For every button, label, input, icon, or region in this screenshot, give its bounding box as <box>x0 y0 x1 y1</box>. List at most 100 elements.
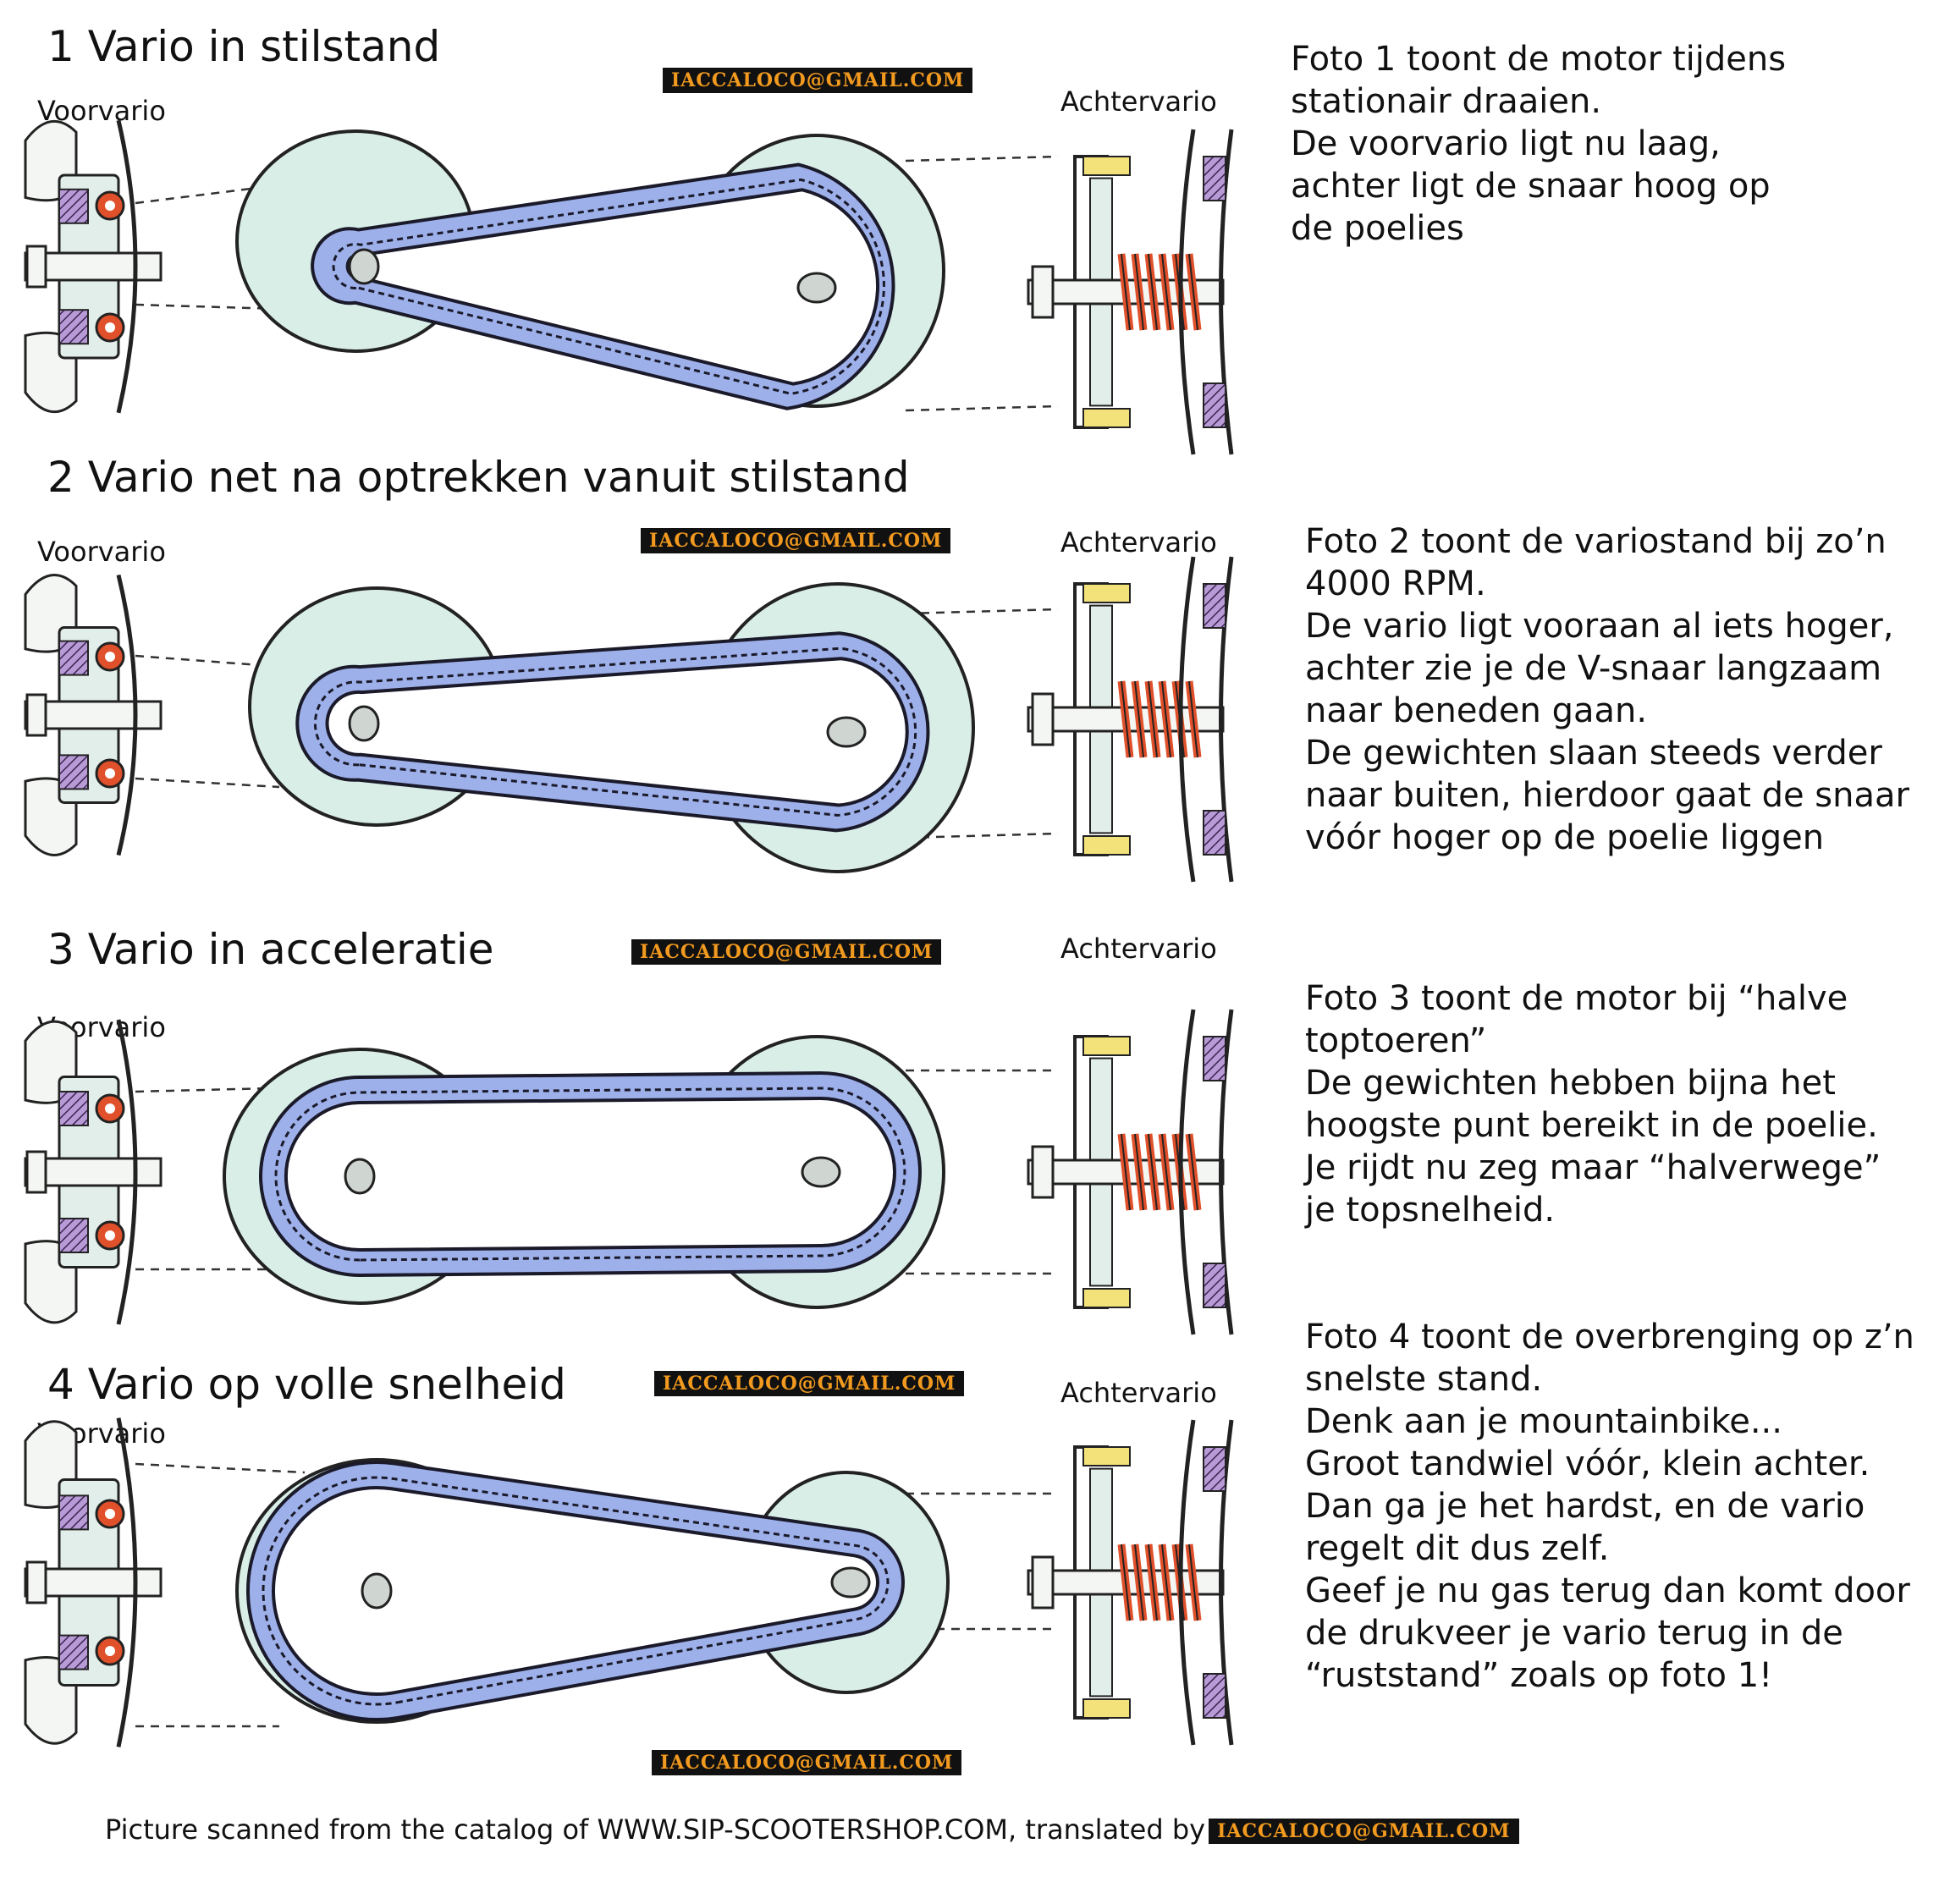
panel-3-rear-label: Achtervario <box>1060 933 1217 965</box>
panel-1-diagram <box>24 119 1234 455</box>
front-hub-1 <box>348 248 380 285</box>
rear-spring-outline-1 <box>1121 253 1198 331</box>
rear-spring-outline-2 <box>1121 680 1198 758</box>
panel-2-front-label: Voorvario <box>37 536 166 568</box>
panel-3-email-badge: IACCALOCO@GMAIL.COM <box>631 939 942 965</box>
panel-2-email-badge: IACCALOCO@GMAIL.COM <box>641 528 951 553</box>
footer-email-badge: IACCALOCO@GMAIL.COM <box>1209 1819 1519 1844</box>
rear-hatch-bottom-4 <box>1203 1673 1226 1719</box>
rear-projection-lines-2 <box>905 608 1059 839</box>
front-weight-top-hole-4 <box>105 1509 115 1519</box>
front-shaft-2 <box>24 700 162 730</box>
front-shaft-3 <box>24 1157 162 1187</box>
front-hatch-bottom-1 <box>58 309 89 345</box>
rear-sheave-right-3 <box>1219 1009 1234 1335</box>
rear-sheave-left-2 <box>1178 556 1196 883</box>
rear-projection-lines-1 <box>905 155 1059 412</box>
front-hatch-bottom-4 <box>58 1634 89 1670</box>
rear-hub-4 <box>830 1566 871 1599</box>
front-nut-3 <box>25 1150 47 1194</box>
rear-projection-lines-3 <box>906 1069 1058 1275</box>
panel-3-title: 3 Vario in acceleratie <box>47 925 494 974</box>
front-weight-bottom-hole-2 <box>105 768 115 779</box>
rear-projection-lines-4 <box>906 1492 1058 1631</box>
rear-shoe-bottom-2 <box>1082 835 1131 856</box>
front-nut-2 <box>25 693 47 737</box>
rear-hatch-top-1 <box>1203 156 1226 201</box>
front-hub-4 <box>361 1572 393 1610</box>
front-weight-top-hole-1 <box>105 201 115 211</box>
belt-inner-1 <box>345 188 879 386</box>
rear-hatch-bottom-1 <box>1203 382 1226 428</box>
panel-1-rear-label: Achtervario <box>1060 85 1217 118</box>
rear-shoe-top-1 <box>1082 156 1131 176</box>
panel-4-description: Foto 4 toont de overbrenging op z’n snel… <box>1305 1318 1914 1695</box>
panel-2-diagram <box>24 556 1234 883</box>
belt-inner-2 <box>325 657 909 807</box>
front-weight-top-hole-3 <box>105 1103 115 1114</box>
front-hub-2 <box>348 705 380 742</box>
rear-shoe-bottom-3 <box>1082 1288 1131 1308</box>
panel-3-diagram <box>24 1009 1234 1335</box>
rear-hub-3 <box>801 1156 841 1188</box>
rear-shoe-bottom-1 <box>1082 408 1131 428</box>
front-weight-top-hole-2 <box>105 652 115 662</box>
rear-hatch-top-4 <box>1203 1446 1226 1492</box>
rear-nut-1 <box>1031 265 1055 319</box>
rear-shoe-bottom-4 <box>1082 1698 1131 1719</box>
rear-sheave-right-1 <box>1219 129 1234 455</box>
front-sheave-4 <box>116 1417 138 1747</box>
rear-sheave-right-2 <box>1219 556 1234 883</box>
rear-nut-4 <box>1031 1555 1055 1610</box>
front-sheave-3 <box>116 1019 138 1325</box>
panel-1-title: 1 Vario in stilstand <box>47 22 441 71</box>
belt-teeth-4 <box>262 1476 890 1706</box>
front-sheave-2 <box>116 574 138 856</box>
front-nut-1 <box>25 245 47 289</box>
front-weight-bottom-hole-3 <box>105 1230 115 1241</box>
front-hatch-bottom-3 <box>58 1218 89 1253</box>
front-hub-3 <box>344 1158 376 1195</box>
front-nut-4 <box>25 1560 47 1604</box>
rear-hatch-top-3 <box>1203 1036 1226 1081</box>
belt-inner-4 <box>272 1486 880 1696</box>
front-shaft-1 <box>24 251 162 282</box>
rear-sheave-left-1 <box>1178 129 1196 455</box>
rear-sheave-left-3 <box>1178 1009 1196 1335</box>
rear-spring-outline-3 <box>1121 1133 1198 1211</box>
front-weight-bottom-hole-4 <box>105 1646 115 1656</box>
panel-2-rear-label: Achtervario <box>1060 526 1217 559</box>
panel-2-title: 2 Vario net na optrekken vanuit stilstan… <box>47 453 910 502</box>
rear-sheave-right-4 <box>1219 1419 1234 1746</box>
panel-4-diagram <box>24 1417 1234 1747</box>
rear-hub-2 <box>826 716 867 748</box>
belt-inner-3 <box>284 1096 896 1252</box>
front-sheave-1 <box>116 119 138 414</box>
rear-nut-2 <box>1031 692 1055 746</box>
belt-teeth-3 <box>274 1087 906 1262</box>
rear-shoe-top-4 <box>1082 1446 1131 1467</box>
panel-4-rear-label: Achtervario <box>1060 1377 1217 1409</box>
front-shaft-4 <box>24 1567 162 1598</box>
rear-hatch-bottom-3 <box>1203 1263 1226 1308</box>
front-projection-lines-4 <box>135 1462 306 1728</box>
front-hatch-top-2 <box>58 640 89 676</box>
rear-hatch-bottom-2 <box>1203 810 1226 856</box>
rear-shoe-top-2 <box>1082 583 1131 603</box>
belt-teeth-2 <box>313 647 917 817</box>
panel-4-email-badge: IACCALOCO@GMAIL.COM <box>654 1371 965 1396</box>
rear-spring-outline-4 <box>1121 1544 1198 1621</box>
footer-credit: Picture scanned from the catalog of WWW.… <box>105 1813 1519 1846</box>
rear-hatch-top-2 <box>1203 583 1226 629</box>
rear-shoe-top-3 <box>1082 1036 1131 1056</box>
belt-teeth-1 <box>332 178 885 395</box>
footer-text: Picture scanned from the catalog of WWW.… <box>105 1813 1206 1846</box>
front-hatch-top-3 <box>58 1091 89 1126</box>
rear-hub-1 <box>796 272 837 304</box>
bottom-email-badge: IACCALOCO@GMAIL.COM <box>652 1750 962 1775</box>
rear-nut-3 <box>1031 1145 1055 1199</box>
panel-4-title: 4 Vario op volle snelheid <box>47 1360 566 1409</box>
panel-1-description: Foto 1 toont de motor tijdens stationair… <box>1291 40 1787 248</box>
front-hatch-top-4 <box>58 1494 89 1531</box>
